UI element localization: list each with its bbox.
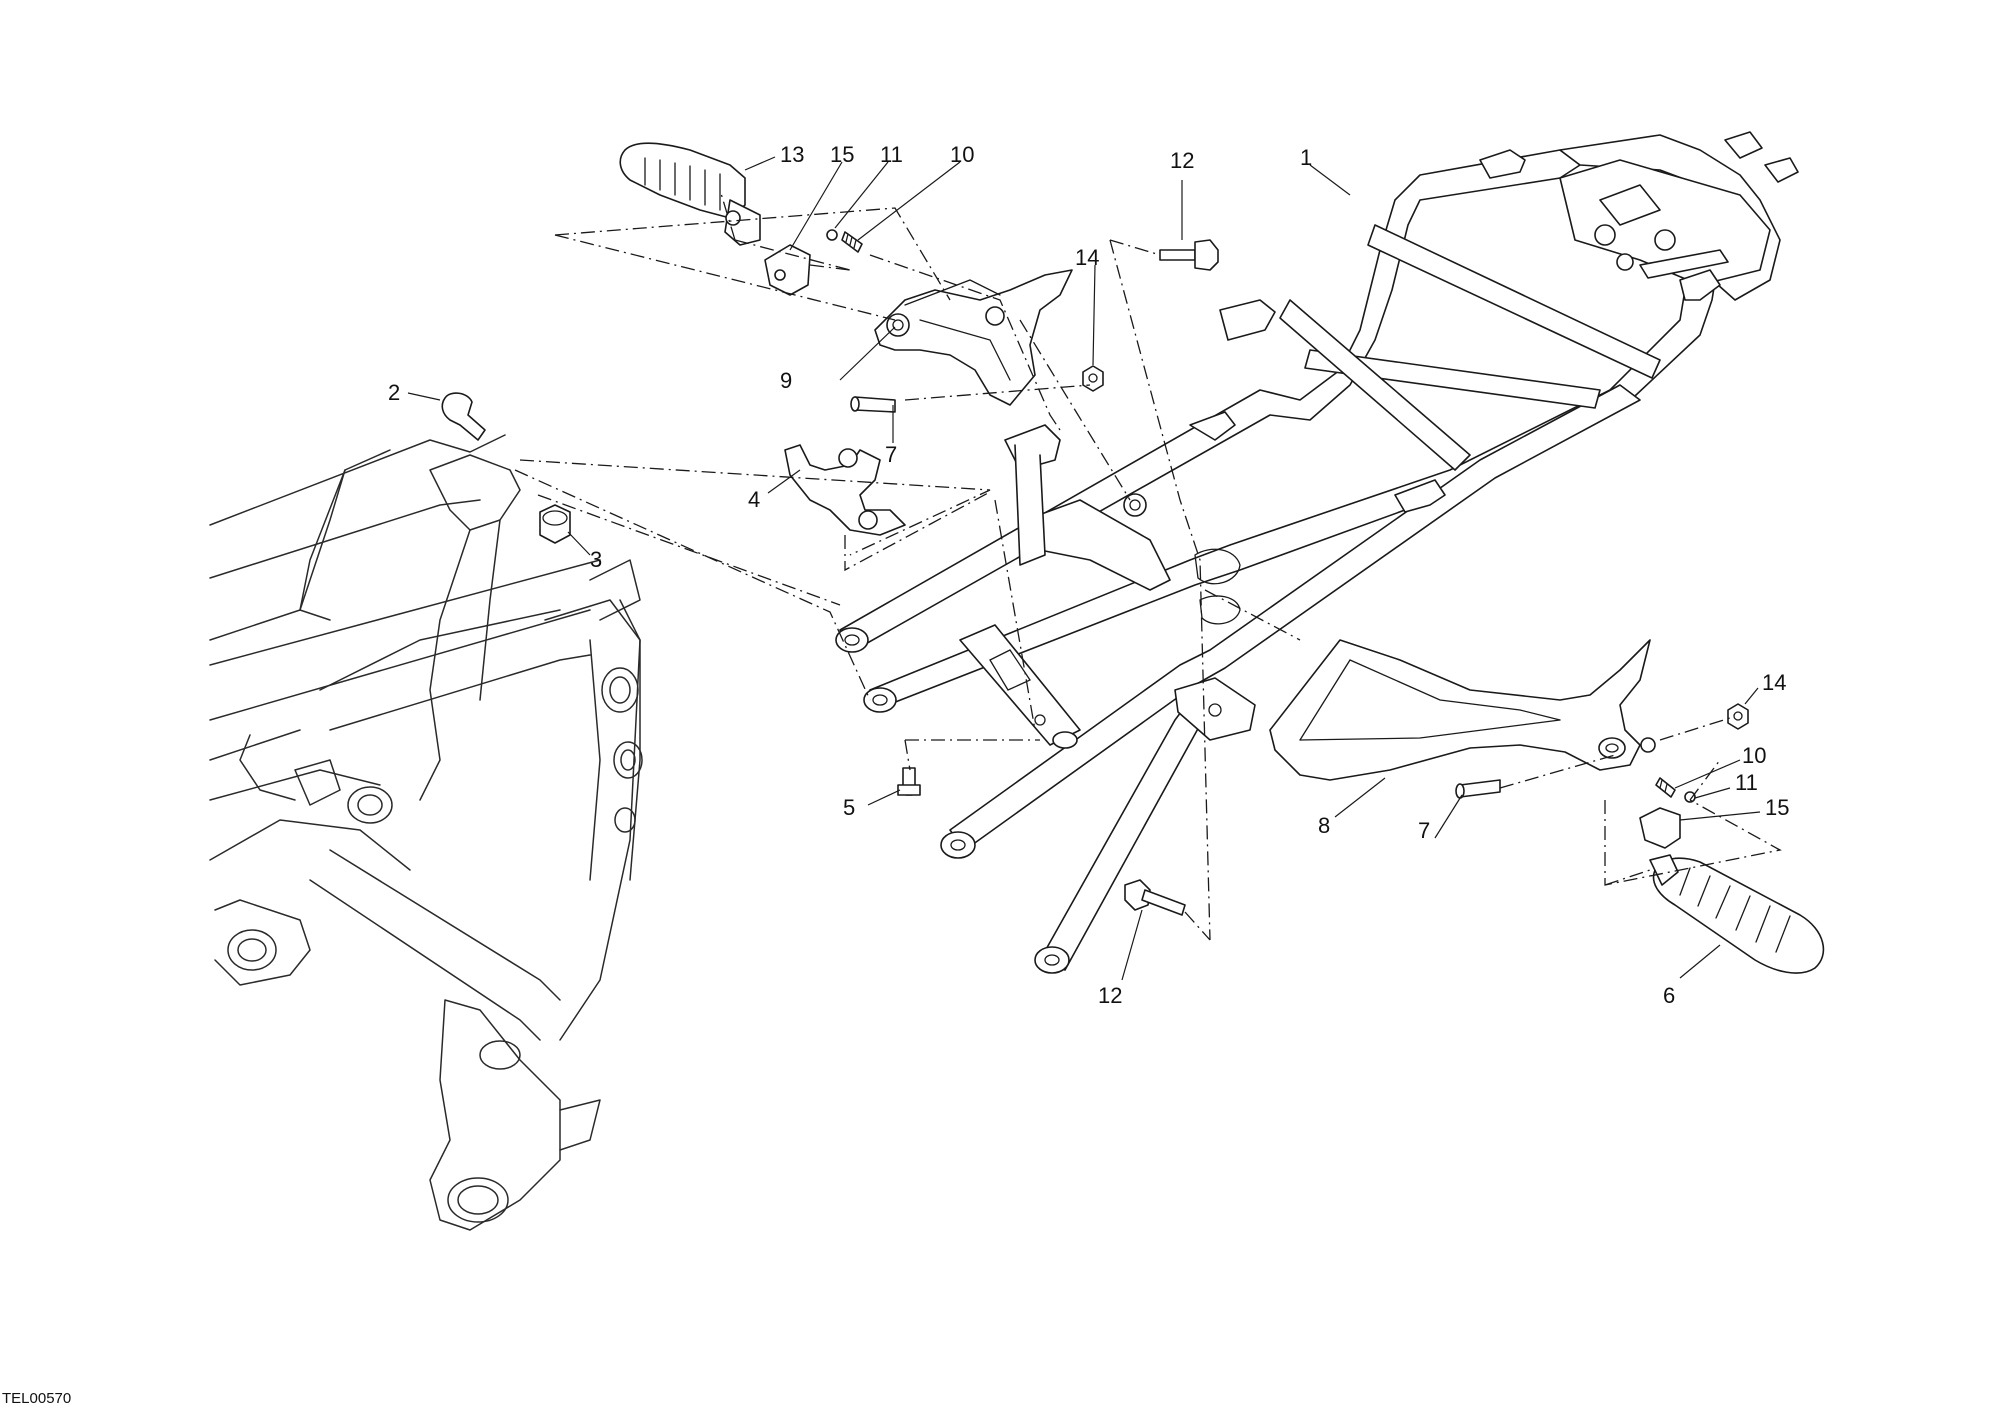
callout-1: 1 <box>1300 145 1312 170</box>
bolt-2 <box>441 392 486 441</box>
callout-11-right: 11 <box>1735 770 1758 795</box>
callout-13: 13 <box>780 142 804 167</box>
callout-12-bottom: 12 <box>1098 983 1122 1008</box>
callout-14-right: 14 <box>1762 670 1786 695</box>
callout-14-top: 14 <box>1075 245 1099 270</box>
callout-10-right: 10 <box>1742 743 1766 768</box>
assembly-lines <box>514 189 1782 941</box>
right-pivot-pin <box>1455 779 1501 799</box>
rear-subframe <box>835 131 1799 974</box>
callout-labels: 1 2 3 4 5 6 7 7 8 9 10 10 11 11 12 12 13… <box>388 142 1789 1008</box>
callout-8: 8 <box>1318 813 1330 838</box>
bolt-12-top <box>1159 239 1219 271</box>
drawing-code: TEL00570 <box>2 1390 71 1407</box>
callout-3: 3 <box>590 547 602 572</box>
leader-lines <box>407 156 1761 981</box>
callout-2: 2 <box>388 380 400 405</box>
callout-7-right: 7 <box>1418 818 1430 843</box>
left-pivot-pin <box>850 396 896 413</box>
bolt-12-bottom <box>1124 879 1186 916</box>
left-ball-spring <box>826 229 863 253</box>
callout-11-left: 11 <box>880 142 903 167</box>
bushing-3 <box>539 504 571 544</box>
callout-10-left: 10 <box>950 142 974 167</box>
right-nut <box>1727 703 1749 730</box>
left-nut <box>1082 365 1104 392</box>
right-ball-spring <box>1655 777 1696 803</box>
right-footpeg-bracket <box>1269 639 1656 781</box>
callout-15-right: 15 <box>1765 795 1789 820</box>
main-frame-outline <box>209 434 643 1231</box>
left-footpeg-bracket <box>874 269 1073 406</box>
callout-7-left: 7 <box>885 442 897 467</box>
bolt-5 <box>897 767 921 796</box>
callout-6: 6 <box>1663 983 1675 1008</box>
right-spring-plate <box>1639 807 1681 849</box>
callout-9: 9 <box>780 368 792 393</box>
right-footpeg <box>1649 854 1825 974</box>
mounting-clamp <box>784 444 906 536</box>
callout-15-left: 15 <box>830 142 854 167</box>
callout-4: 4 <box>748 487 760 512</box>
left-footpeg <box>619 142 761 246</box>
left-spring-plate <box>764 244 811 296</box>
callout-5: 5 <box>843 795 855 820</box>
callout-12-top: 12 <box>1170 148 1194 173</box>
